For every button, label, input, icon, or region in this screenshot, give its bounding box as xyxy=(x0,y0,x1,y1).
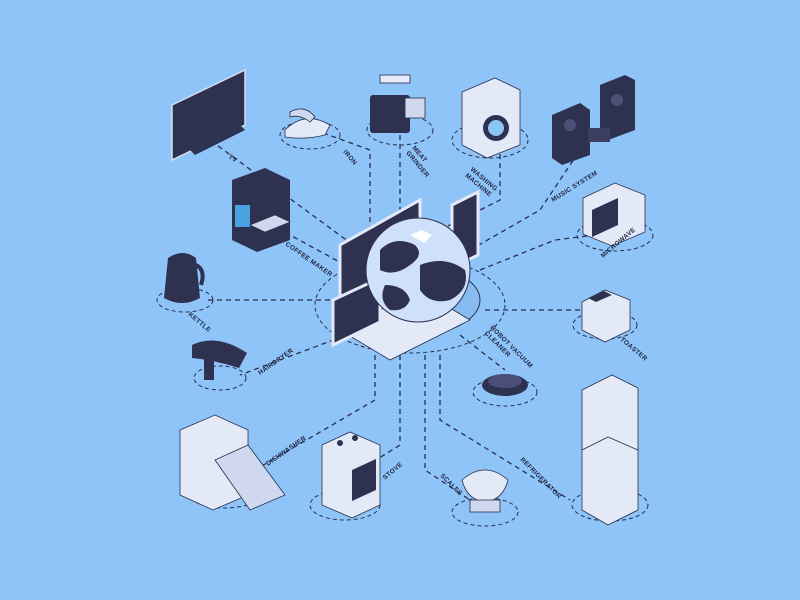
dishwasher-icon xyxy=(179,414,286,511)
washing-machine-icon xyxy=(461,77,521,159)
node-hairdryer: HAIRDRYER xyxy=(192,340,295,391)
link-robot-vacuum xyxy=(459,334,506,371)
tv-icon xyxy=(171,68,246,162)
node-label-toaster: TOASTER xyxy=(619,336,649,363)
kettle-icon xyxy=(164,253,205,303)
link-refrigerator xyxy=(439,355,571,501)
node-label-robot-vacuum: ROBOT VACUUMCLEANER xyxy=(483,324,534,375)
link-dishwasher xyxy=(254,355,376,471)
node-kettle: KETTLE xyxy=(156,253,214,334)
node-label-hairdryer: HAIRDRYER xyxy=(257,347,295,376)
node-label-dishwasher: DISHWASHER xyxy=(265,435,308,468)
stove-icon xyxy=(321,431,381,519)
node-label-scales: SCALES xyxy=(439,472,464,497)
node-microwave: MICROWAVE xyxy=(576,182,654,260)
node-refrigerator: REFRIGERATOR xyxy=(519,374,649,526)
node-coffee-maker: COFFEE MAKER xyxy=(232,168,333,279)
meat-grinder-icon xyxy=(370,74,426,133)
link-scales xyxy=(424,355,471,501)
node-scales: SCALES xyxy=(439,469,519,527)
hairdryer-icon xyxy=(192,340,247,380)
node-label-tv: TV xyxy=(227,154,239,165)
link-coffee-maker xyxy=(289,234,346,266)
node-stove: STOVE xyxy=(309,431,405,521)
node-dishwasher: DISHWASHER xyxy=(179,414,308,511)
link-iron xyxy=(314,129,371,240)
node-label-washing-machine: WASHINGMACHINE xyxy=(464,166,499,199)
node-toaster: TOASTER xyxy=(572,289,649,363)
node-label-refrigerator: REFRIGERATOR xyxy=(519,456,563,500)
iron-icon xyxy=(284,108,331,139)
coffee-maker-icon xyxy=(232,168,291,252)
node-tv: TV xyxy=(171,68,246,165)
node-label-kettle: KETTLE xyxy=(187,311,213,334)
robot-vacuum-icon xyxy=(482,374,528,396)
toaster-icon xyxy=(581,289,631,343)
microwave-icon xyxy=(582,182,646,247)
node-meat-grinder: MEATGRINDER xyxy=(366,74,436,179)
node-music-system: MUSIC SYSTEM xyxy=(550,75,635,204)
node-washing-machine: WASHINGMACHINE xyxy=(451,77,529,199)
refrigerator-icon xyxy=(581,374,639,526)
node-label-stove: STOVE xyxy=(382,461,405,482)
link-microwave xyxy=(479,234,596,271)
node-label-coffee-maker: COFFEE MAKER xyxy=(284,241,334,279)
link-music-system xyxy=(469,149,581,251)
node-label-iron: IRON xyxy=(341,149,358,167)
speakers-icon xyxy=(552,75,635,165)
node-label-meat-grinder: MEATGRINDER xyxy=(404,145,436,179)
scales-icon xyxy=(461,469,509,513)
node-robot-vacuum: ROBOT VACUUMCLEANER xyxy=(472,324,538,407)
node-iron: IRON xyxy=(279,108,358,167)
globe-with-devices-icon xyxy=(314,189,506,361)
